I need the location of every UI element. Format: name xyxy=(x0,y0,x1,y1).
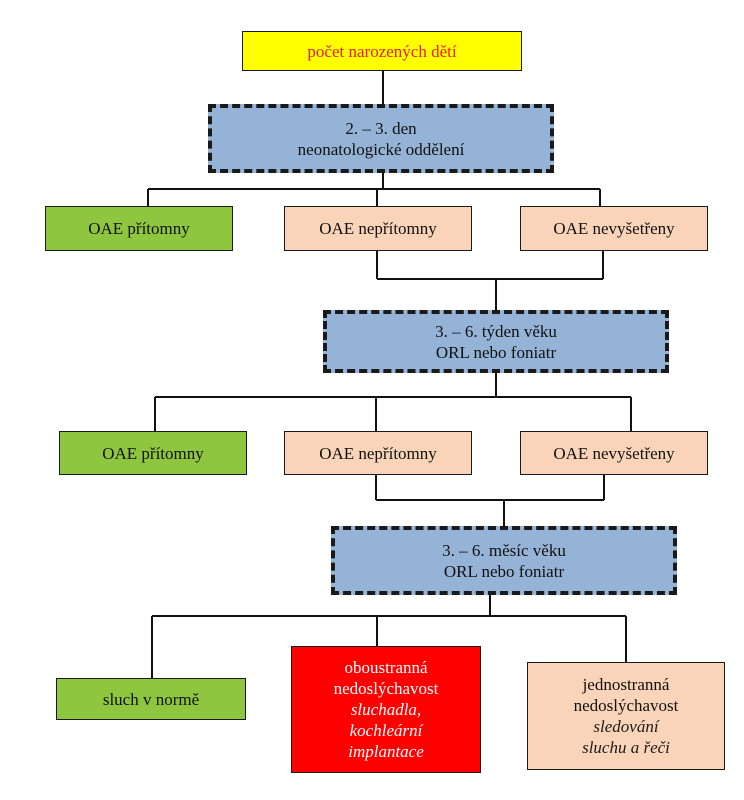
births-count-label: počet narozených dětí xyxy=(307,41,457,61)
outcome-bilateral-box: oboustranná nedoslýchavost sluchadla, ko… xyxy=(291,646,481,773)
row2-oae-absent-box: OAE nepřítomny xyxy=(284,431,472,475)
row1-oae-present-label: OAE přítomny xyxy=(88,219,190,238)
outcome-unilateral-line3: sledování xyxy=(593,717,659,736)
row1-oae-absent-box: OAE nepřítomny xyxy=(284,206,472,251)
outcome-unilateral-line2: nedoslýchavost xyxy=(573,696,679,715)
stage3-timing: 3. – 6. měsíc věku xyxy=(442,540,566,560)
outcome-bilateral-line4: kochleární xyxy=(349,721,423,740)
outcome-unilateral-line1: jednostranná xyxy=(582,675,670,694)
outcome-bilateral-line2: nedoslýchavost xyxy=(333,679,439,698)
outcome-bilateral-line1: oboustranná xyxy=(344,658,428,677)
outcome-bilateral-line3: sluchadla, xyxy=(350,700,422,719)
outcome-unilateral-box: jednostranná nedoslýchavost sledování sl… xyxy=(527,662,725,770)
stage1-box: 2. – 3. den neonatologické oddělení xyxy=(208,104,554,173)
row1-oae-not-examined-label: OAE nevyšetřeny xyxy=(553,219,675,238)
row2-oae-not-examined-box: OAE nevyšetřeny xyxy=(520,431,708,475)
row1-oae-not-examined-box: OAE nevyšetřeny xyxy=(520,206,708,251)
row1-oae-absent-label: OAE nepřítomny xyxy=(319,219,437,238)
stage2-timing: 3. – 6. týden věku xyxy=(435,321,557,341)
outcome-bilateral-line5: implantace xyxy=(348,742,424,761)
stage1-timing: 2. – 3. den xyxy=(345,118,417,138)
outcome-normal-hearing-label: sluch v normě xyxy=(102,689,200,709)
stage2-box: 3. – 6. týden věku ORL nebo foniatr xyxy=(323,310,669,373)
stage1-department: neonatologické oddělení xyxy=(297,139,465,159)
outcome-unilateral-line4: sluchu a řeči xyxy=(582,738,670,757)
row2-oae-present-box: OAE přítomny xyxy=(59,431,247,475)
stage3-specialist: ORL nebo foniatr xyxy=(443,561,565,581)
stage2-specialist: ORL nebo foniatr xyxy=(435,342,557,362)
row2-oae-present-label: OAE přítomny xyxy=(102,443,204,463)
stage3-box: 3. – 6. měsíc věku ORL nebo foniatr xyxy=(331,526,677,595)
row1-oae-present-box: OAE přítomny xyxy=(45,206,233,251)
row2-oae-absent-label: OAE nepřítomny xyxy=(319,443,437,463)
births-count-box: počet narozených dětí xyxy=(242,31,522,71)
outcome-normal-hearing-box: sluch v normě xyxy=(56,678,246,720)
row2-oae-not-examined-label: OAE nevyšetřeny xyxy=(553,443,675,463)
